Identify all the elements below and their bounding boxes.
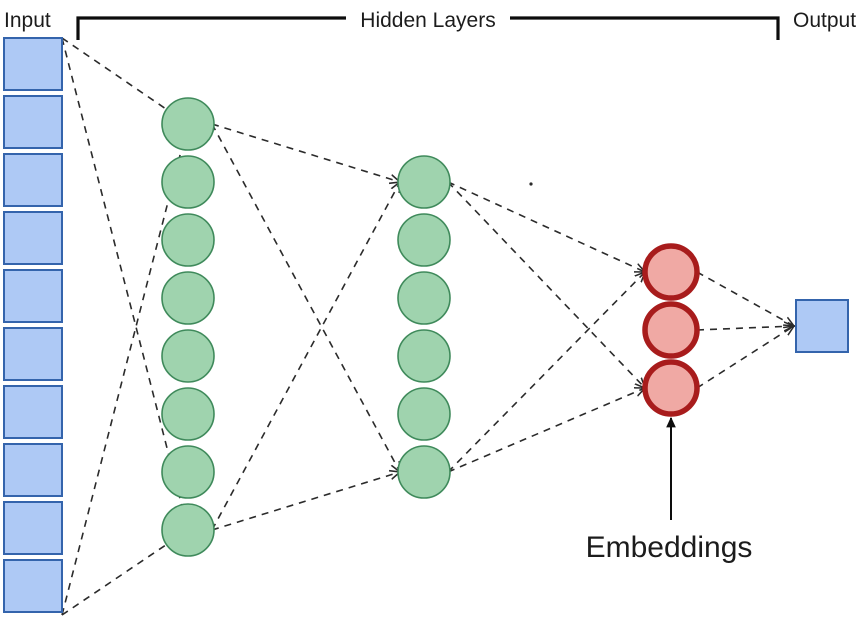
connection-line — [696, 326, 794, 330]
connection-line — [696, 271, 794, 326]
connection-line — [211, 182, 400, 531]
embeddings-annotation: Embeddings — [529, 182, 752, 564]
output-label: Output — [793, 9, 856, 32]
hidden-node[interactable] — [161, 503, 215, 557]
connection-line — [447, 388, 645, 473]
connection-lines — [61, 37, 794, 616]
section-labels: Hidden Layers Input Output — [4, 4, 856, 34]
hidden-node[interactable] — [161, 97, 215, 151]
hidden-node[interactable] — [397, 155, 451, 209]
layer-embedding-layer — [642, 243, 700, 417]
layer-input-layer — [3, 37, 63, 613]
hidden-layers-label: Hidden Layers — [360, 9, 495, 32]
embedding-node[interactable] — [642, 301, 700, 359]
connection-line — [211, 123, 400, 472]
connection-line — [61, 37, 188, 530]
connection-line — [447, 181, 645, 272]
connection-line — [61, 124, 188, 616]
hidden-node[interactable] — [397, 387, 451, 441]
layer-output-layer — [795, 299, 849, 353]
connection-group-hidden2-to-embeddings — [447, 181, 645, 473]
hidden-node[interactable] — [397, 329, 451, 383]
connection-line — [211, 123, 400, 182]
connection-group-embeddings-to-output — [696, 271, 794, 389]
embedding-node[interactable] — [642, 243, 700, 301]
hidden-node[interactable] — [161, 155, 215, 209]
embedding-node[interactable] — [642, 359, 700, 417]
hidden-node[interactable] — [161, 213, 215, 267]
input-node[interactable] — [3, 95, 63, 149]
input-node[interactable] — [3, 501, 63, 555]
connection-group-hidden1-to-hidden2 — [211, 123, 400, 531]
connection-line — [447, 181, 645, 388]
connection-line — [211, 472, 400, 531]
output-node[interactable] — [795, 299, 849, 353]
input-node[interactable] — [3, 153, 63, 207]
network-nodes — [3, 37, 849, 613]
hidden-node[interactable] — [161, 387, 215, 441]
hidden-node[interactable] — [161, 329, 215, 383]
hidden-node[interactable] — [397, 445, 451, 499]
input-label: Input — [4, 9, 51, 32]
connection-line — [447, 272, 645, 473]
hidden-node[interactable] — [161, 271, 215, 325]
layer-hidden-layer-2 — [397, 155, 451, 499]
hidden-node[interactable] — [397, 213, 451, 267]
input-node[interactable] — [3, 385, 63, 439]
hidden-layers-label-backdrop — [346, 4, 510, 34]
input-node[interactable] — [3, 211, 63, 265]
input-node[interactable] — [3, 37, 63, 91]
input-node[interactable] — [3, 269, 63, 323]
embeddings-annotation-label: Embeddings — [586, 531, 753, 564]
input-node[interactable] — [3, 443, 63, 497]
input-node[interactable] — [3, 327, 63, 381]
stray-mark — [529, 182, 533, 186]
layer-hidden-layer-1 — [161, 97, 215, 557]
hidden-node[interactable] — [161, 445, 215, 499]
input-node[interactable] — [3, 559, 63, 613]
connection-group-input-to-hidden1 — [61, 37, 188, 616]
hidden-node[interactable] — [397, 271, 451, 325]
connection-line — [696, 326, 794, 389]
